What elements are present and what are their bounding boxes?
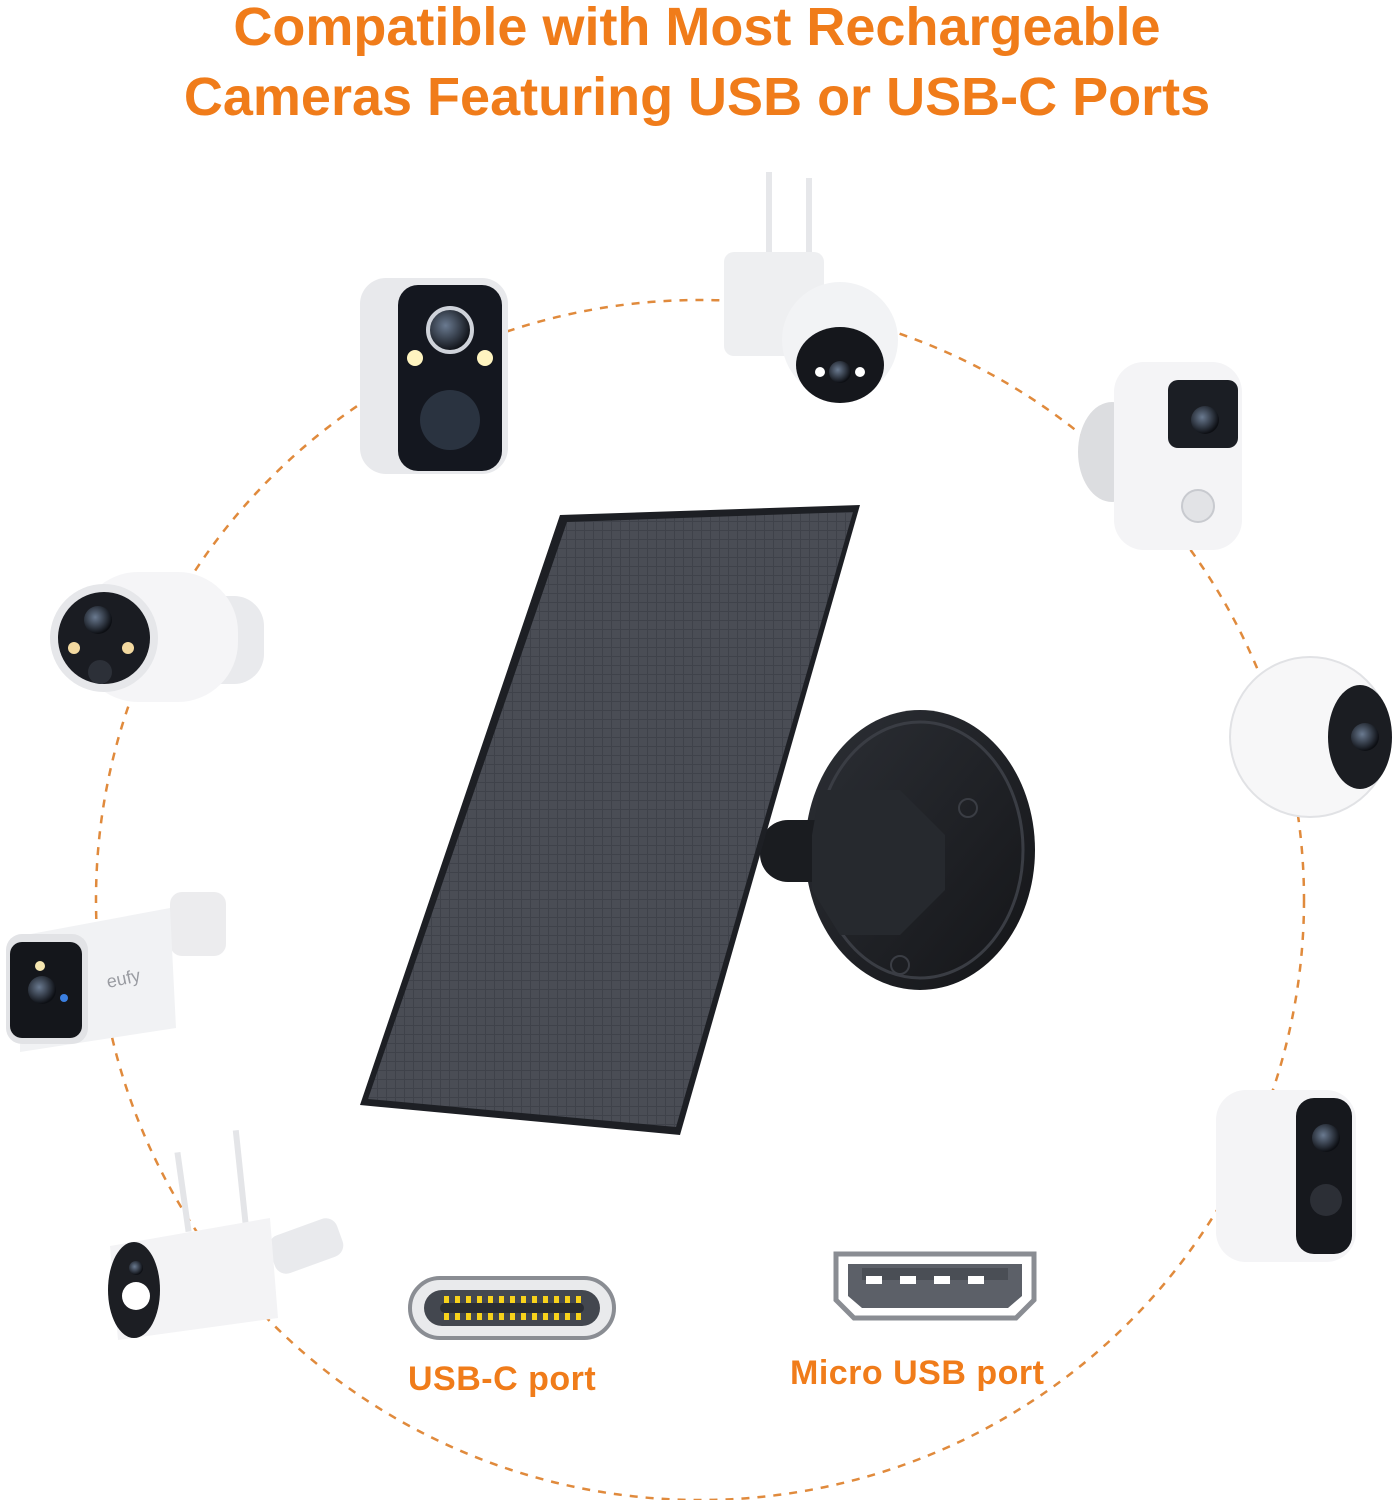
box-camera-bottom-right: [1216, 1090, 1356, 1262]
usb-c-port-icon: [408, 1276, 616, 1340]
headline-line-1: Compatible with Most Rechargeable: [233, 0, 1161, 57]
bullet-camera-left: [50, 572, 264, 702]
eufy-bullet-camera: eufy: [6, 892, 226, 1052]
wall-mount: [760, 710, 1035, 990]
headline-line-2: Cameras Featuring USB or USB-C Ports: [183, 67, 1211, 127]
micro-usb-port-icon: [833, 1251, 1037, 1321]
solar-panel: [360, 505, 860, 1135]
micro-usb-port-label: Micro USB port: [790, 1354, 1045, 1392]
round-camera-right: [1229, 656, 1392, 818]
antenna-bullet-camera: [108, 1129, 344, 1340]
cube-camera-top-left: [360, 278, 508, 474]
battery-camera-top-right: [1078, 362, 1242, 550]
usb-c-port-label: USB-C port: [408, 1360, 597, 1398]
ptz-dome-camera: [724, 172, 898, 403]
dashed-orbit: [94, 298, 1306, 1500]
headline: Compatible with Most Rechargeable Camera…: [0, 0, 1394, 132]
